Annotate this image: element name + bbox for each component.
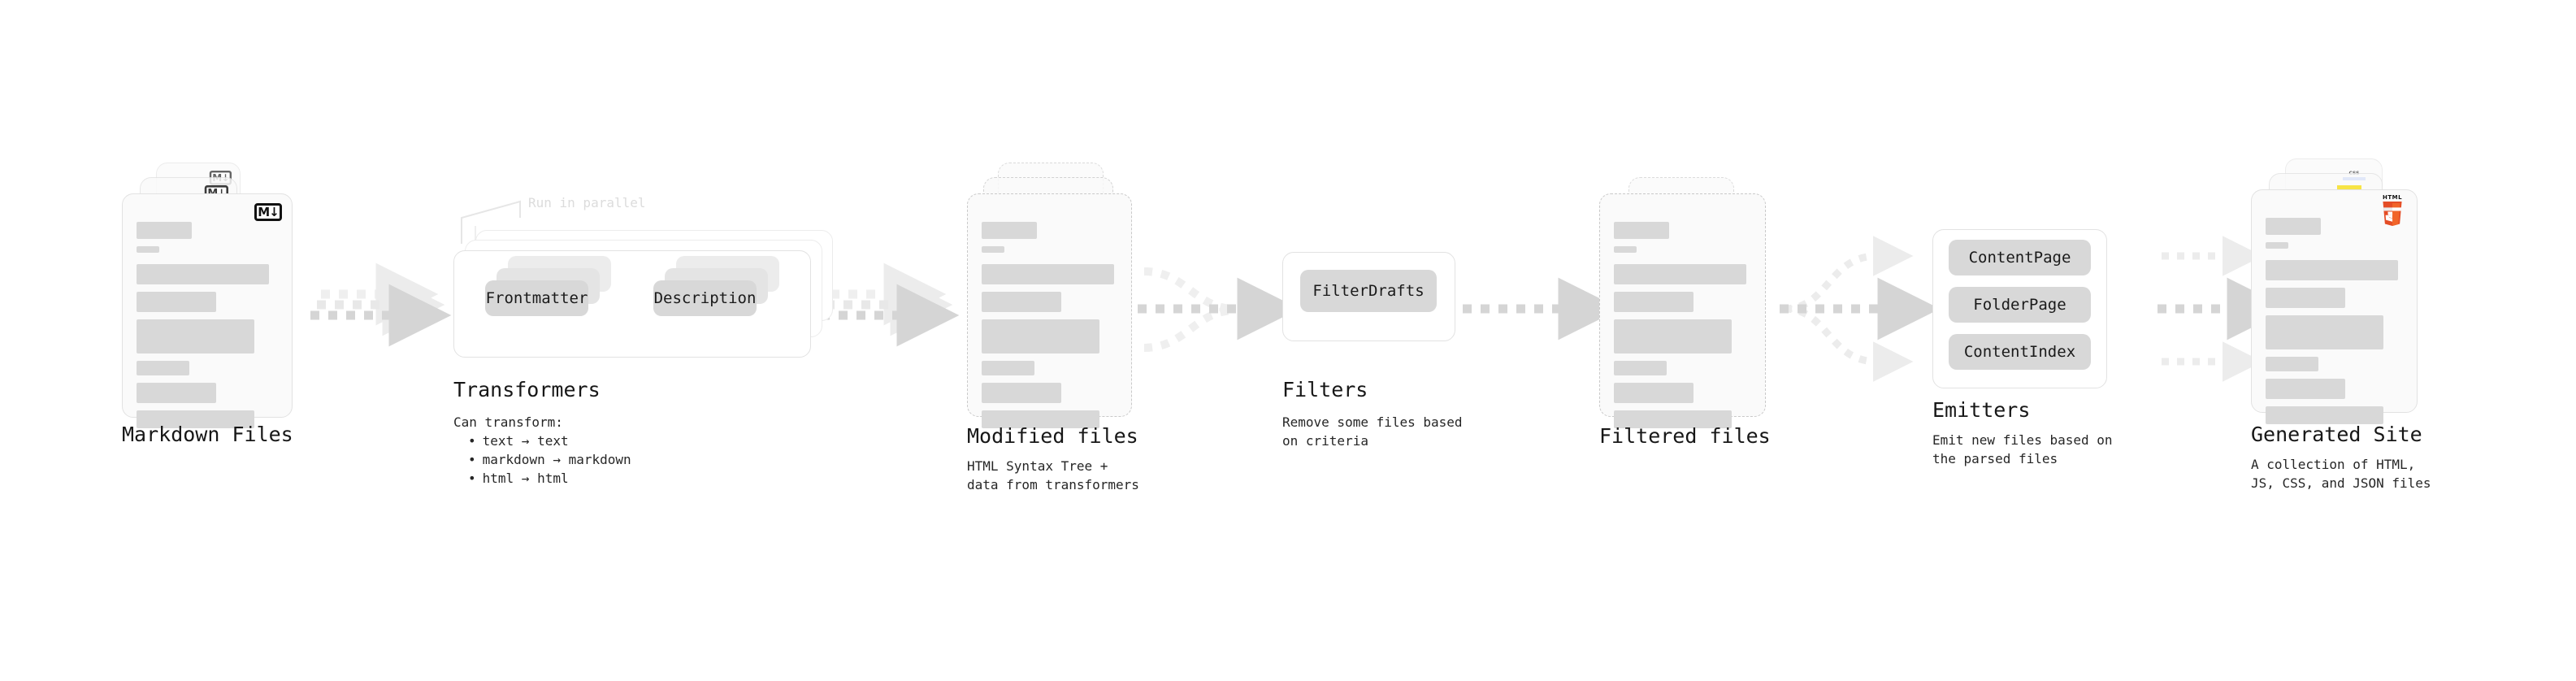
transformers-bullet-1: markdown → markdown [468,450,631,469]
arrow-transformers-to-modified [821,262,960,347]
run-in-parallel-label: Run in parallel [528,195,646,210]
placeholder-bar [137,319,254,354]
transformers-bullet-list: text → text markdown → markdown html → h… [453,432,631,488]
placeholder-bar [2266,260,2398,280]
transformers-subtitle: Can transform: text → text markdown → ma… [453,413,631,488]
filters-subtitle: Remove some files based on criteria [1282,414,1463,449]
placeholder-bar [982,222,1037,239]
html5-shield-icon [2383,202,2402,226]
placeholder-bar [982,383,1061,403]
folderpage-chip[interactable]: FolderPage [1949,287,2091,323]
filters-title: Filters [1282,378,1368,401]
transformers-bullet-0: text → text [468,432,631,450]
placeholder-bar [137,383,216,403]
markdown-files-title: Markdown Files [122,423,293,446]
markdown-badge-front: M↓ [254,203,282,221]
placeholder-bar [2266,288,2345,308]
transformers-sub-heading: Can transform: [453,414,563,430]
contentpage-chip[interactable]: ContentPage [1949,240,2091,275]
placeholder-bar [2266,406,2383,424]
placeholder-bar [982,246,1004,253]
markdown-placeholder-lines [137,222,280,436]
filterdrafts-chip[interactable]: FilterDrafts [1300,270,1437,312]
modified-files-title: Modified files [967,424,1138,448]
modified-card-front [967,193,1132,428]
placeholder-bar [2266,315,2383,349]
frontmatter-chip[interactable]: Frontmatter [485,280,588,316]
description-chip[interactable]: Description [653,280,757,316]
modified-placeholder-lines [982,222,1120,436]
contentindex-chip[interactable]: ContentIndex [1949,334,2091,370]
site-card-front: HTML [2251,189,2418,424]
transformers-title: Transformers [453,378,601,401]
site-placeholder-lines [2266,218,2405,432]
filtered-files-title: Filtered files [1599,424,1771,448]
placeholder-bar [1614,383,1693,403]
placeholder-bar [982,319,1099,354]
placeholder-bar [137,292,216,312]
placeholder-bar [2266,357,2318,371]
placeholder-bar [982,264,1114,284]
placeholder-bar [137,361,189,375]
placeholder-bar [2266,218,2321,235]
placeholder-bar [137,410,254,428]
placeholder-bar [2266,379,2345,399]
filtered-card-front [1599,193,1766,428]
placeholder-bar [1614,292,1693,312]
placeholder-bar [137,246,159,253]
generated-site-subtitle: A collection of HTML, JS, CSS, and JSON … [2251,457,2431,491]
modified-files-subtitle: HTML Syntax Tree + data from transformer… [967,458,1139,492]
emitters-title: Emitters [1932,398,2031,422]
html5-badge-label: HTML [2382,194,2403,201]
placeholder-bar [137,264,269,284]
emitters-subtitle: Emit new files based on the parsed files [1932,432,2113,466]
transformers-bullet-2: html → html [468,469,631,488]
placeholder-bar [1614,410,1732,428]
generated-site-title: Generated Site [2251,423,2422,446]
filtered-placeholder-lines [1614,222,1754,436]
placeholder-bar [982,361,1034,375]
arrow-markdown-to-transformers [310,262,452,347]
placeholder-bar [2266,242,2288,249]
arrow-modified-to-filters [1138,267,1300,352]
html5-badge: HTML [2378,195,2407,229]
placeholder-bar [1614,264,1746,284]
arrow-filtered-to-emitters [1780,236,1941,382]
placeholder-bar [1614,246,1637,253]
placeholder-bar [982,292,1061,312]
placeholder-bar [137,222,192,239]
markdown-card-front: M↓ [122,193,293,428]
placeholder-bar [1614,319,1732,354]
placeholder-bar [1614,361,1667,375]
placeholder-bar [982,410,1099,428]
arrow-emitters-to-site [2158,236,2290,382]
placeholder-bar [1614,222,1669,239]
